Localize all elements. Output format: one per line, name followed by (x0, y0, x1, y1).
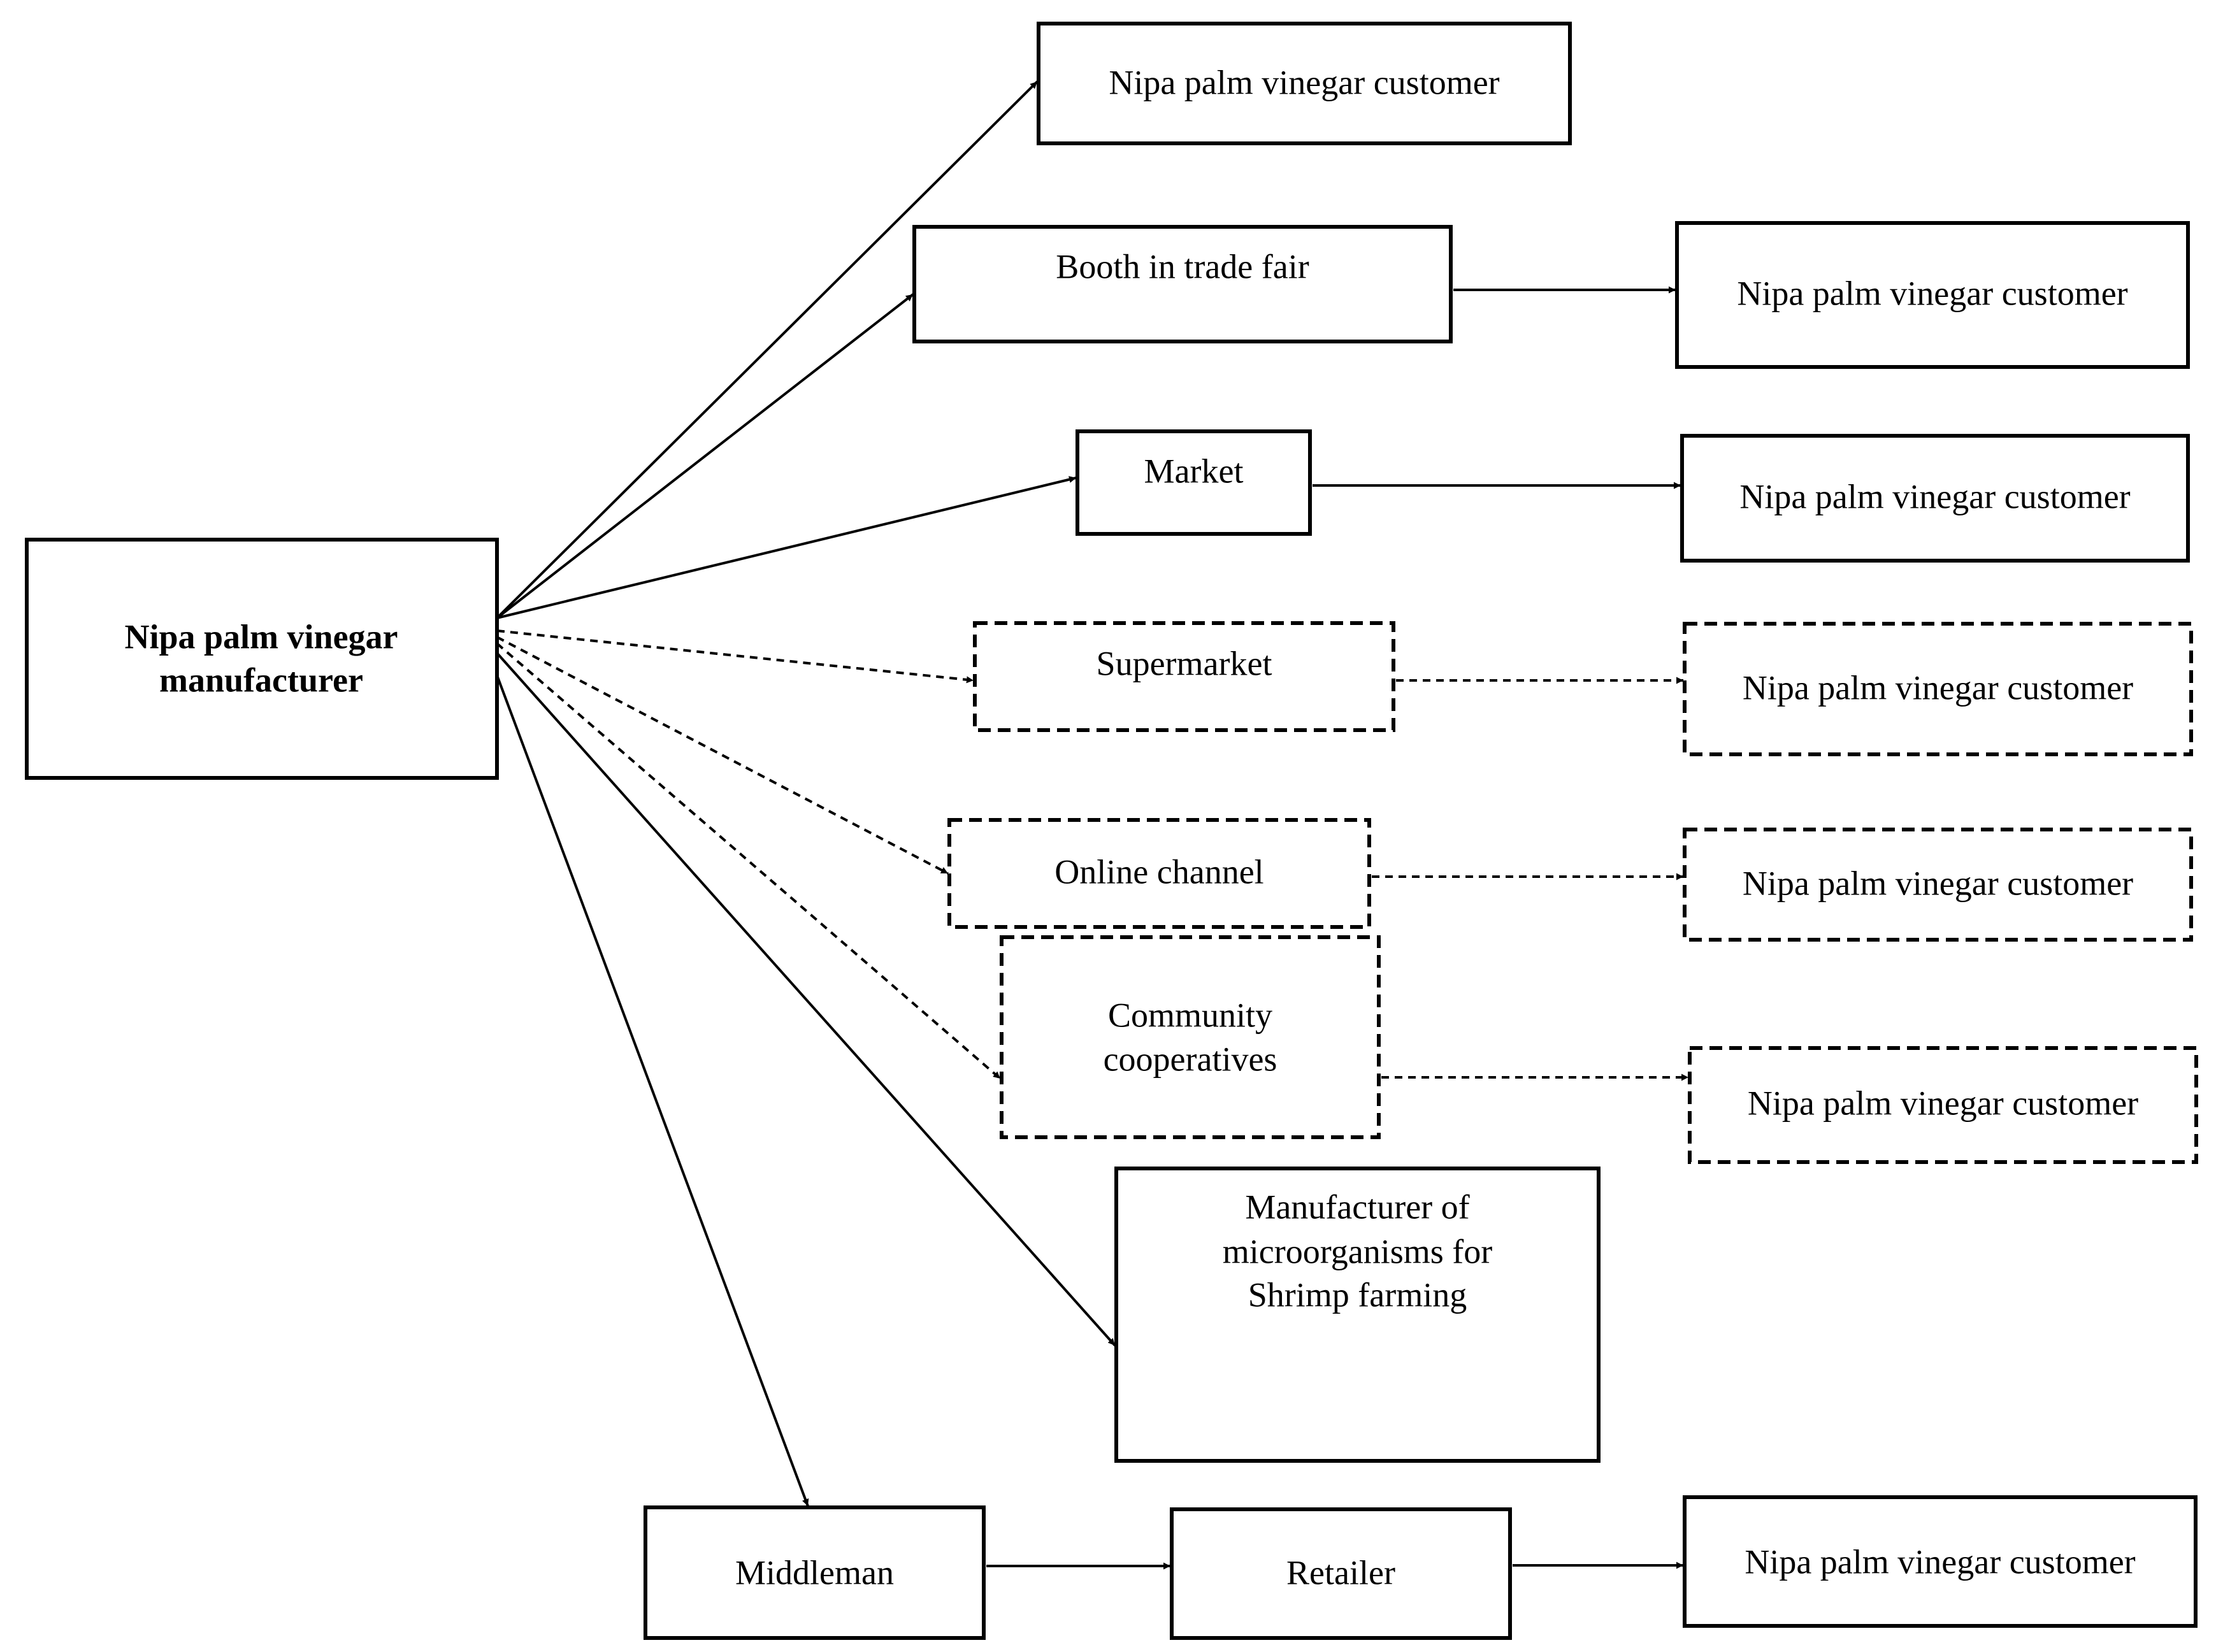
node-community-label: Community (1108, 996, 1272, 1034)
node-customer-direct-box (1037, 22, 1572, 145)
node-market-box (1076, 429, 1312, 536)
edges-layer (496, 80, 1688, 1570)
node-manufacturer-label: manufacturer (159, 661, 363, 699)
arrow-manufacturer-to-customer-direct (496, 80, 1039, 619)
node-customer-market: Nipa palm vinegar customer (1680, 434, 2190, 563)
node-middleman: Middleman (644, 1505, 986, 1640)
node-customer-supermarket-label: Nipa palm vinegar customer (1743, 668, 2133, 707)
arrow-manufacturer-to-booth (496, 293, 914, 619)
node-online-box (947, 818, 1371, 929)
node-customer-retailer-label: Nipa palm vinegar customer (1745, 1542, 2135, 1581)
node-microorganisms: Manufacturer of microorganisms forShrimp … (1114, 1167, 1601, 1463)
node-customer-direct-label: Nipa palm vinegar customer (1109, 63, 1499, 101)
node-customer-community-label: Nipa palm vinegar customer (1748, 1084, 2138, 1122)
node-middleman-label: Middleman (735, 1553, 894, 1591)
node-customer-direct: Nipa palm vinegar customer (1037, 22, 1572, 145)
node-microorganisms-box (1114, 1167, 1601, 1463)
node-market: Market (1076, 429, 1312, 536)
node-booth: Booth in trade fair (912, 225, 1453, 343)
arrow-manufacturer-to-microorganisms (496, 652, 1116, 1347)
node-supermarket: Supermarket (973, 621, 1395, 732)
node-community-label: cooperatives (1104, 1040, 1277, 1078)
arrow-manufacturer-to-community (496, 642, 1002, 1080)
node-customer-retailer: Nipa palm vinegar customer (1683, 1495, 2198, 1628)
node-retailer-label: Retailer (1286, 1553, 1395, 1591)
node-customer-supermarket: Nipa palm vinegar customer (1683, 622, 2193, 756)
node-customer-community: Nipa palm vinegar customer (1688, 1046, 2198, 1164)
node-booth-label: Booth in trade fair (1056, 247, 1309, 285)
arrow-manufacturer-to-middleman (496, 675, 809, 1507)
node-microorganisms-label: Shrimp farming (1248, 1275, 1467, 1314)
node-customer-booth-box (1675, 221, 2190, 369)
node-microorganisms-label: microorganisms for (1223, 1232, 1492, 1270)
node-customer-retailer-box (1683, 1495, 2198, 1628)
node-middleman-box (644, 1505, 986, 1640)
node-online-label: Online channel (1054, 852, 1263, 891)
node-customer-market-box (1680, 434, 2190, 563)
node-customer-booth-label: Nipa palm vinegar customer (1737, 274, 2127, 312)
arrow-manufacturer-to-online (496, 636, 949, 875)
node-customer-community-box (1688, 1046, 2198, 1164)
arrow-manufacturer-to-market (496, 476, 1077, 619)
arrow-manufacturer-to-supermarket (496, 629, 974, 684)
node-customer-market-label: Nipa palm vinegar customer (1739, 477, 2130, 515)
node-retailer-box (1170, 1507, 1512, 1640)
node-customer-supermarket-box (1683, 622, 2193, 756)
node-online: Online channel (947, 818, 1371, 929)
node-customer-online: Nipa palm vinegar customer (1683, 828, 2193, 942)
node-market-label: Market (1144, 452, 1244, 490)
node-manufacturer: Nipa palm vinegar manufacturer (25, 538, 499, 780)
node-customer-online-label: Nipa palm vinegar customer (1743, 864, 2133, 902)
node-supermarket-label: Supermarket (1097, 644, 1272, 682)
node-retailer: Retailer (1170, 1507, 1512, 1640)
node-community-box (1000, 935, 1381, 1139)
node-community: Community cooperatives (1000, 935, 1381, 1139)
node-booth-box (912, 225, 1453, 343)
node-customer-booth: Nipa palm vinegar customer (1675, 221, 2190, 369)
node-microorganisms-label: Manufacturer of (1245, 1188, 1469, 1226)
node-supermarket-box (973, 621, 1395, 732)
node-manufacturer-label: Nipa palm vinegar (124, 617, 398, 656)
node-customer-online-box (1683, 828, 2193, 942)
node-manufacturer-box (25, 538, 499, 780)
